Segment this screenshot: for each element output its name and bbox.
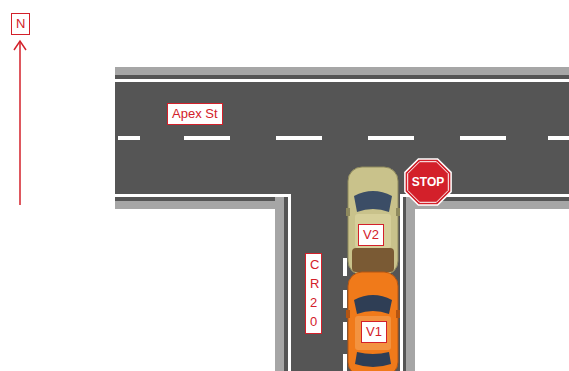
road-shoulder (115, 67, 569, 209)
vehicle-label: V1 (361, 321, 387, 343)
edge-line (400, 194, 403, 371)
north-arrowhead (14, 41, 26, 50)
vehicle-v1 (346, 272, 400, 371)
street-label: Apex St (167, 103, 223, 125)
center-dashes (118, 136, 569, 140)
road-asphalt (115, 75, 569, 201)
label-text: Apex St (172, 106, 218, 121)
label-text: N (16, 16, 25, 31)
edge-line (115, 79, 569, 82)
label-text: STOP (412, 175, 444, 189)
label-text: V2 (363, 227, 379, 242)
edge-line (288, 194, 291, 371)
vehicle-label: V2 (358, 224, 384, 246)
edge-line (115, 194, 291, 197)
street-label: CR 20 (305, 253, 322, 334)
vehicle-v2 (346, 167, 400, 275)
stop-sign: STOP (402, 156, 454, 208)
compass-label: N (11, 13, 30, 35)
north-arrow (19, 42, 21, 205)
label-text: V1 (366, 324, 382, 339)
label-text: CR 20 (310, 256, 317, 331)
